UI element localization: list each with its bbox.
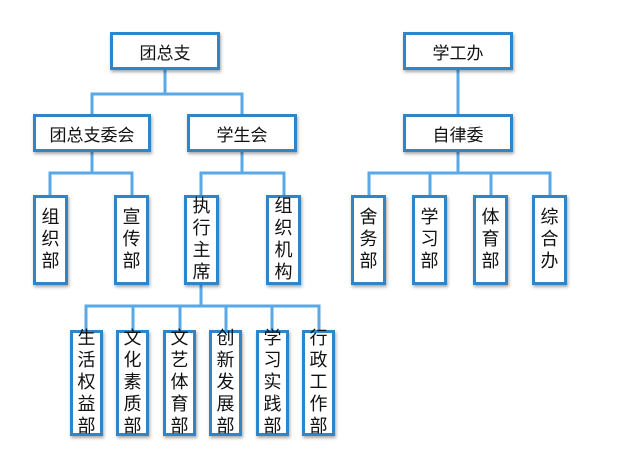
node-wenyi-tiyubu: 文艺体育部 bbox=[163, 328, 196, 437]
node-zuzhibu: 组织部 bbox=[33, 195, 68, 285]
node-xuanchuanbu: 宣传部 bbox=[114, 195, 149, 285]
node-zhixing-zhuxi: 执行主席 bbox=[184, 195, 219, 285]
node-chuangxin-fazhanbu: 创新发展部 bbox=[209, 328, 242, 437]
node-xuexi-shijianbu-label: 学习实践部 bbox=[263, 328, 282, 437]
node-zuzhi-jigou: 组织机构 bbox=[266, 195, 301, 285]
node-shewubu-label: 舍务部 bbox=[359, 207, 378, 272]
node-tiyubu: 体育部 bbox=[473, 195, 508, 285]
node-wenyi-tiyubu-label: 文艺体育部 bbox=[170, 328, 189, 437]
node-xuexibu: 学习部 bbox=[412, 195, 447, 285]
node-shewubu: 舍务部 bbox=[351, 195, 386, 285]
node-xuexi-shijianbu: 学习实践部 bbox=[256, 328, 289, 437]
node-shenghuo-quanyibu-label: 生活权益部 bbox=[77, 328, 96, 437]
node-xuegongban: 学工办 bbox=[403, 32, 513, 70]
node-xuanchuanbu-label: 宣传部 bbox=[122, 207, 141, 272]
node-zilvwei: 自律委 bbox=[403, 114, 513, 152]
node-zuzhibu-label: 组织部 bbox=[41, 207, 60, 272]
node-zhixing-zhuxi-label: 执行主席 bbox=[192, 196, 211, 283]
node-wenhua-suzhibu-label: 文化素质部 bbox=[123, 328, 142, 437]
node-zuzhi-jigou-label: 组织机构 bbox=[274, 196, 293, 283]
node-xuexibu-label: 学习部 bbox=[420, 207, 439, 272]
node-tiyubu-label: 体育部 bbox=[481, 207, 500, 272]
node-xingzheng-gongzuobu-label: 行政工作部 bbox=[309, 328, 328, 437]
node-tuanzongzhi: 团总支 bbox=[110, 32, 220, 70]
node-tuanzongzhi-weiyuanhui: 团总支委会 bbox=[33, 114, 151, 152]
node-xueshenghui: 学生会 bbox=[187, 114, 297, 152]
node-zonghe-ban-label: 综合办 bbox=[540, 207, 559, 272]
node-xingzheng-gongzuobu: 行政工作部 bbox=[302, 328, 335, 437]
node-zonghe-ban: 综合办 bbox=[532, 195, 567, 285]
node-chuangxin-fazhanbu-label: 创新发展部 bbox=[216, 328, 235, 437]
node-shenghuo-quanyibu: 生活权益部 bbox=[70, 328, 103, 437]
node-wenhua-suzhibu: 文化素质部 bbox=[116, 328, 149, 437]
